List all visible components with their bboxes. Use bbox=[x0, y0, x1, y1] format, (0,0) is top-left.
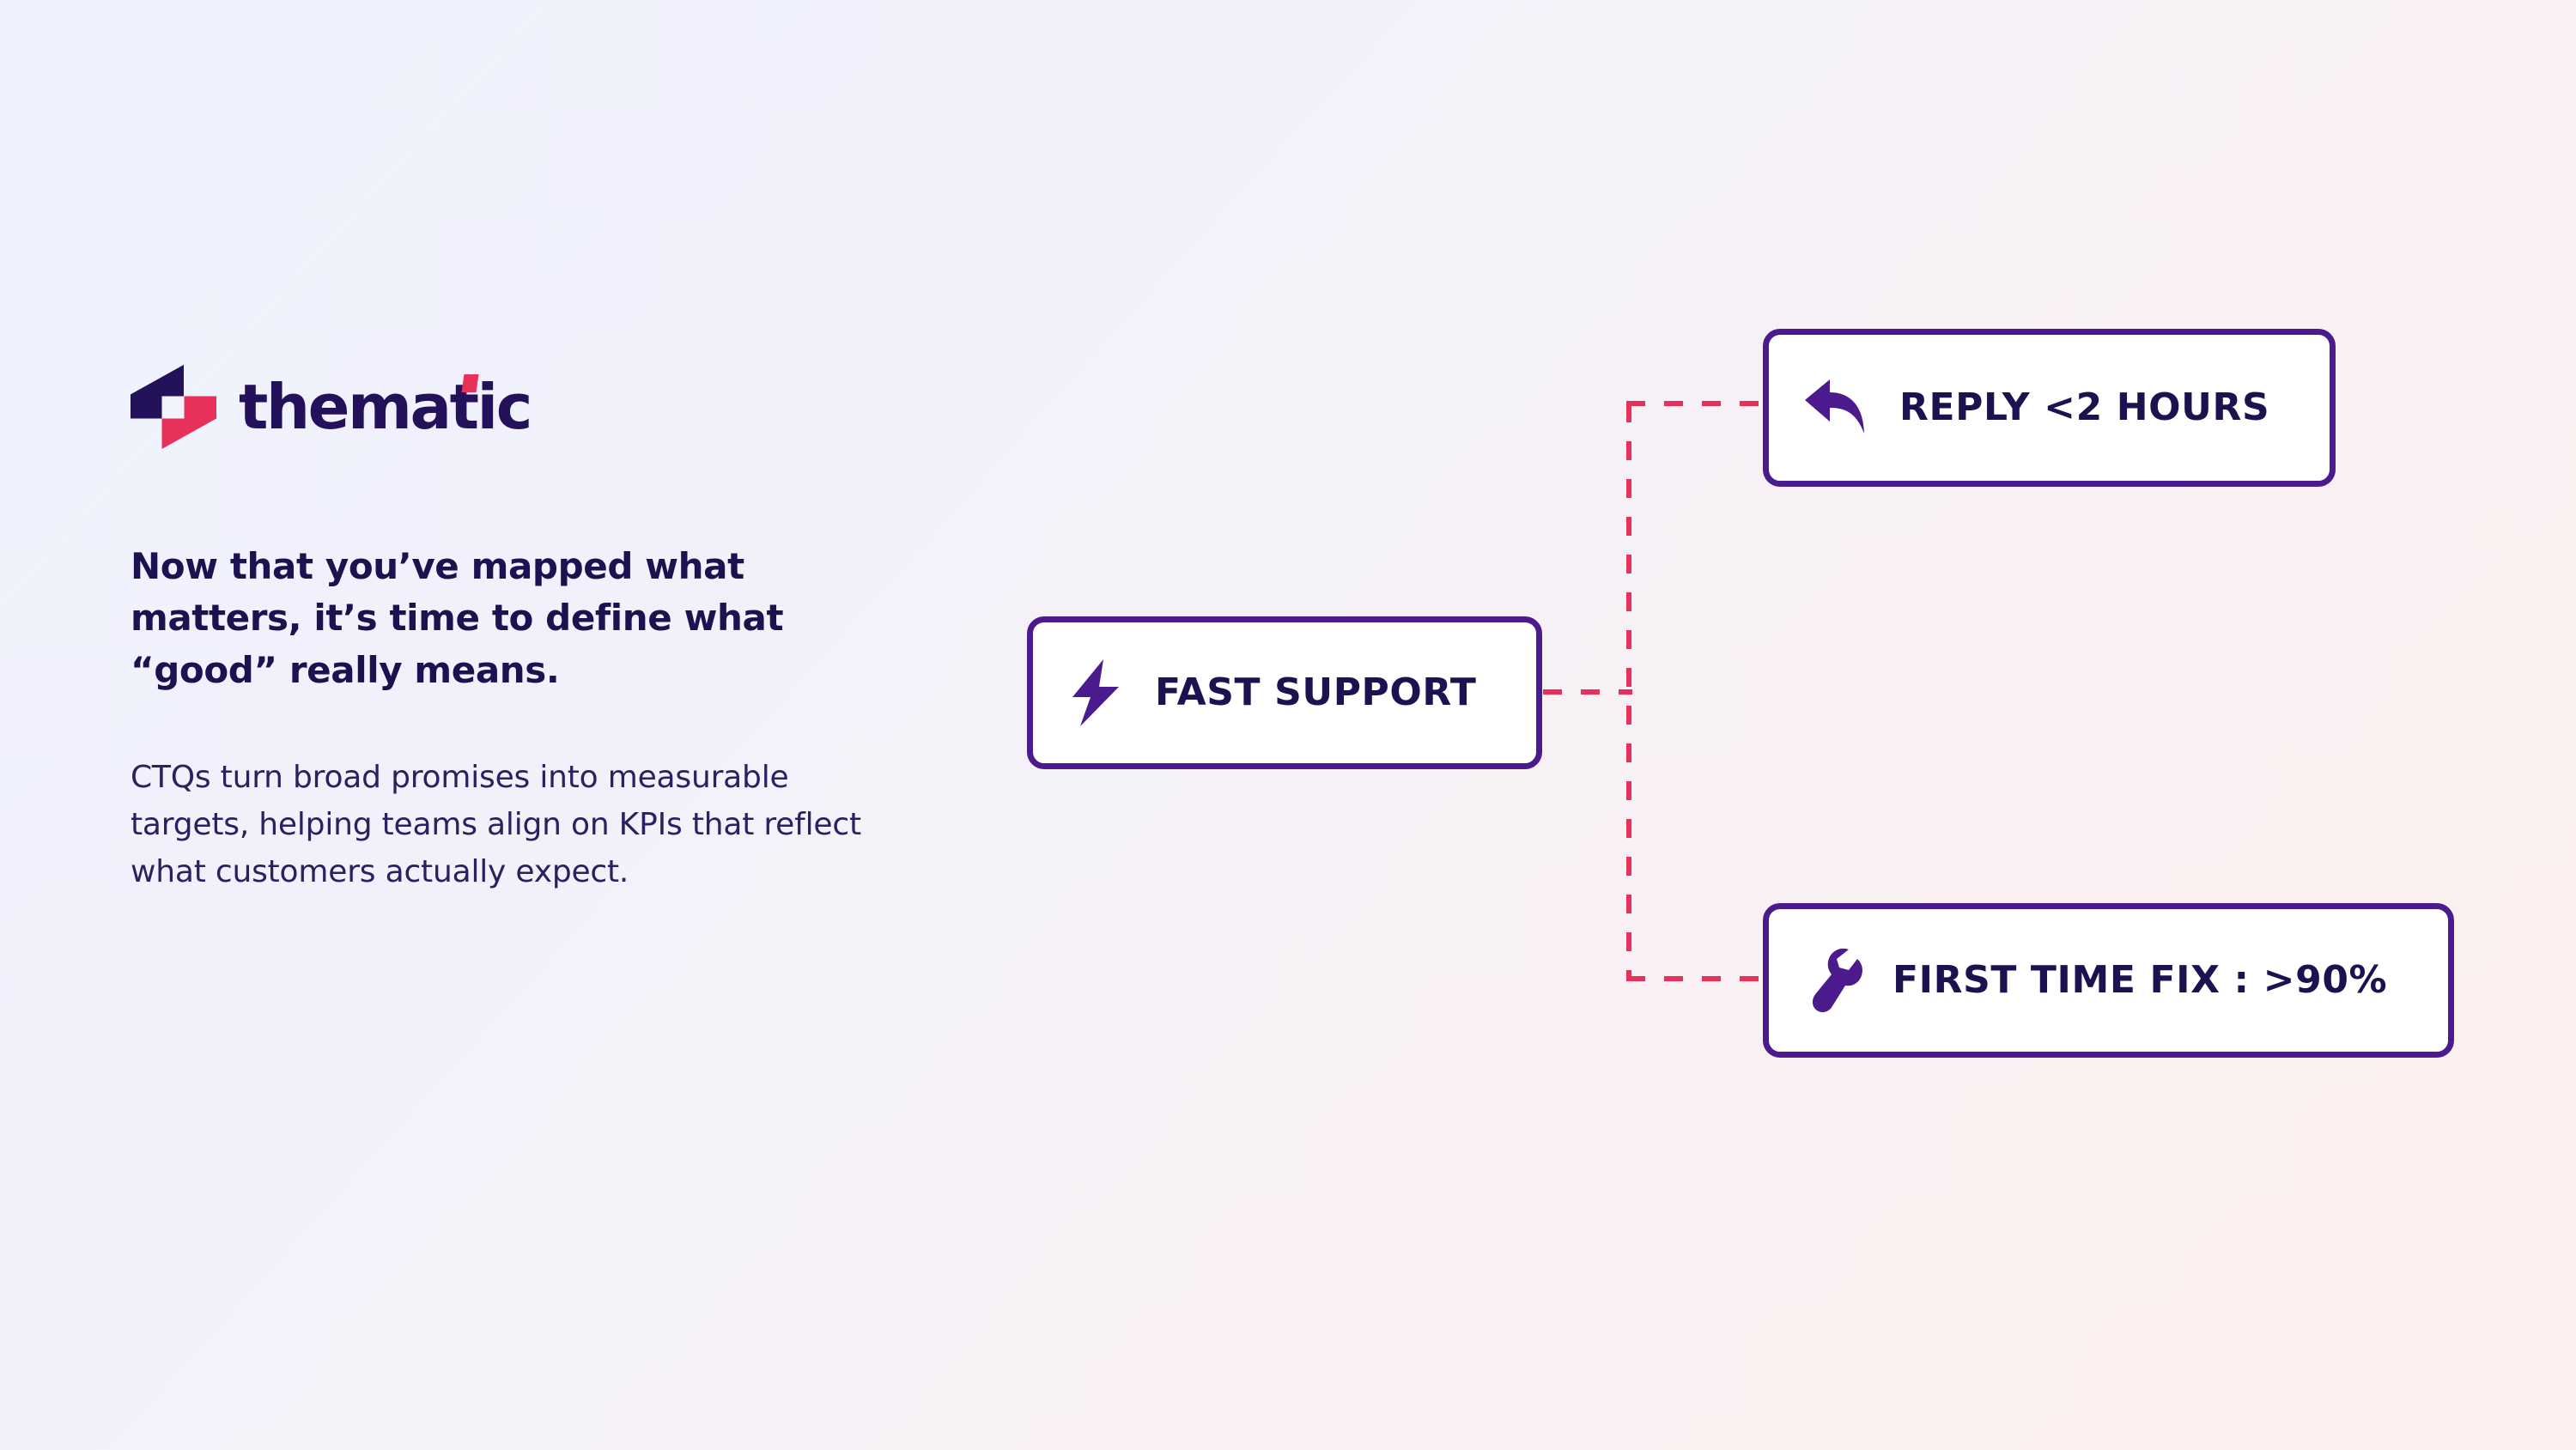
node-first-time-fix[interactable]: FIRST TIME FIX : >90% bbox=[1763, 903, 2454, 1058]
brand-logo: thematic bbox=[131, 356, 903, 458]
node-reply[interactable]: REPLY <2 HOURS bbox=[1763, 329, 2336, 487]
headline-text: Now that you’ve mapped what matters, it’… bbox=[131, 545, 784, 691]
node-first-time-fix-label: FIRST TIME FIX : >90% bbox=[1893, 958, 2388, 1002]
left-content-column: thematic Now that you’ve mapped what mat… bbox=[131, 356, 903, 896]
thematic-logo-mark-icon bbox=[131, 365, 216, 449]
wrench-icon bbox=[1810, 948, 1867, 1013]
node-fast-support-label: FAST SUPPORT bbox=[1155, 670, 1477, 714]
body-paragraph: CTQs turn broad promises into measurable… bbox=[131, 760, 861, 889]
lightning-bolt-icon bbox=[1069, 659, 1122, 726]
reply-arrow-icon bbox=[1803, 377, 1870, 439]
wordmark-accent-dot bbox=[461, 374, 479, 392]
node-fast-support[interactable]: FAST SUPPORT bbox=[1027, 616, 1542, 769]
node-reply-label: REPLY <2 HOURS bbox=[1899, 385, 2270, 429]
thematic-wordmark: thematic bbox=[239, 371, 532, 443]
